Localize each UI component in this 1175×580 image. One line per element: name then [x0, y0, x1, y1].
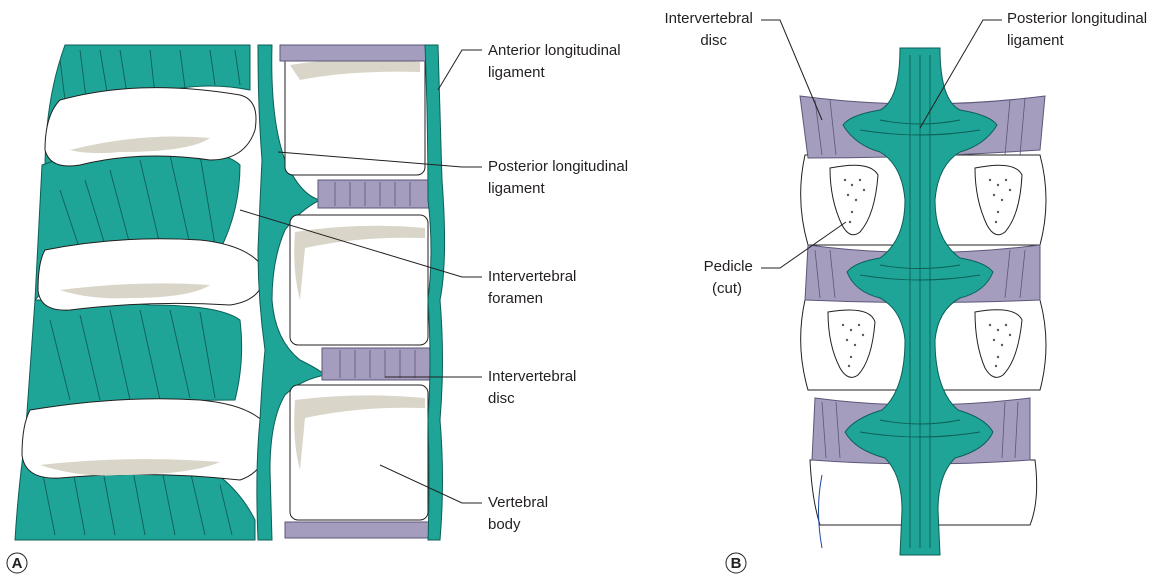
- panel-a-illustration: [15, 45, 445, 540]
- label-anterior-ligament: Anterior longitudinal ligament: [488, 42, 625, 81]
- intervertebral-disc-a-bottom: [285, 522, 430, 538]
- posterior-process-2: [38, 239, 265, 310]
- svg-text:A: A: [12, 555, 23, 572]
- label-vertebral-body: Vertebral body: [488, 494, 552, 533]
- panel-a-marker: A: [7, 553, 27, 573]
- panel-b-marker: B: [726, 553, 746, 573]
- label-disc-a: Intervertebral disc: [488, 368, 581, 407]
- svg-text:B: B: [731, 555, 742, 572]
- label-foramen: Intervertebral foramen: [488, 268, 581, 307]
- posterior-process-1: [45, 88, 256, 166]
- panel-b-illustration: [800, 48, 1046, 555]
- label-pedicle: Pedicle (cut): [704, 258, 757, 297]
- label-disc-b: Intervertebral disc: [664, 10, 757, 49]
- label-posterior-ligament-a: Posterior longitudinal ligament: [488, 158, 632, 197]
- label-posterior-ligament-b: Posterior longitudinal ligament: [1007, 10, 1151, 49]
- intervertebral-disc-a-top: [280, 45, 430, 61]
- intervertebral-disc-a-2: [322, 348, 430, 380]
